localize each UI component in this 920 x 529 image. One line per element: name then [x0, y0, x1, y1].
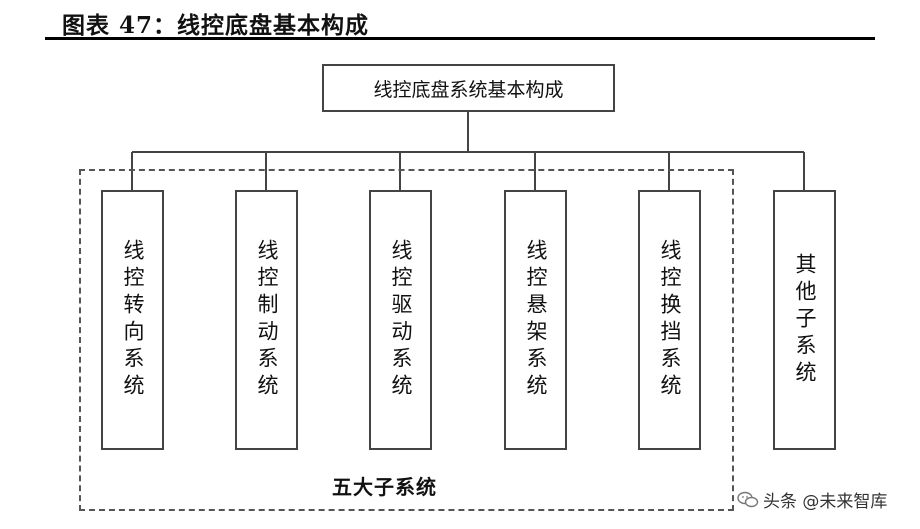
subsystem-steering: 线控转向系统	[101, 190, 164, 450]
figure-title: 图表 47：线控底盘基本构成	[62, 12, 370, 39]
subsystem-label: 线控换挡系统	[658, 239, 682, 401]
subsystem-label: 线控悬架系统	[524, 239, 548, 401]
wechat-like-icon	[737, 491, 759, 509]
subsystem-other: 其他子系统	[773, 190, 836, 450]
subsystem-drive: 线控驱动系统	[369, 190, 432, 450]
subsystem-braking: 线控制动系统	[235, 190, 298, 450]
subsystem-label: 线控转向系统	[121, 239, 145, 401]
five-subsystems-group	[79, 169, 734, 511]
title-rule	[45, 37, 875, 40]
root-node-label: 线控底盘系统基本构成	[373, 78, 564, 101]
root-node: 线控底盘系统基本构成	[322, 64, 615, 112]
subsystem-shifting: 线控换挡系统	[638, 190, 701, 450]
watermark-text: 头条 @未来智库	[763, 492, 888, 512]
watermark: 头条 @未来智库	[737, 487, 887, 512]
subsystem-label: 其他子系统	[793, 252, 817, 388]
subsystem-label: 线控制动系统	[255, 239, 279, 401]
subsystem-label: 线控驱动系统	[389, 239, 413, 401]
group-label: 五大子系统	[332, 475, 437, 499]
subsystem-suspension: 线控悬架系统	[504, 190, 567, 450]
